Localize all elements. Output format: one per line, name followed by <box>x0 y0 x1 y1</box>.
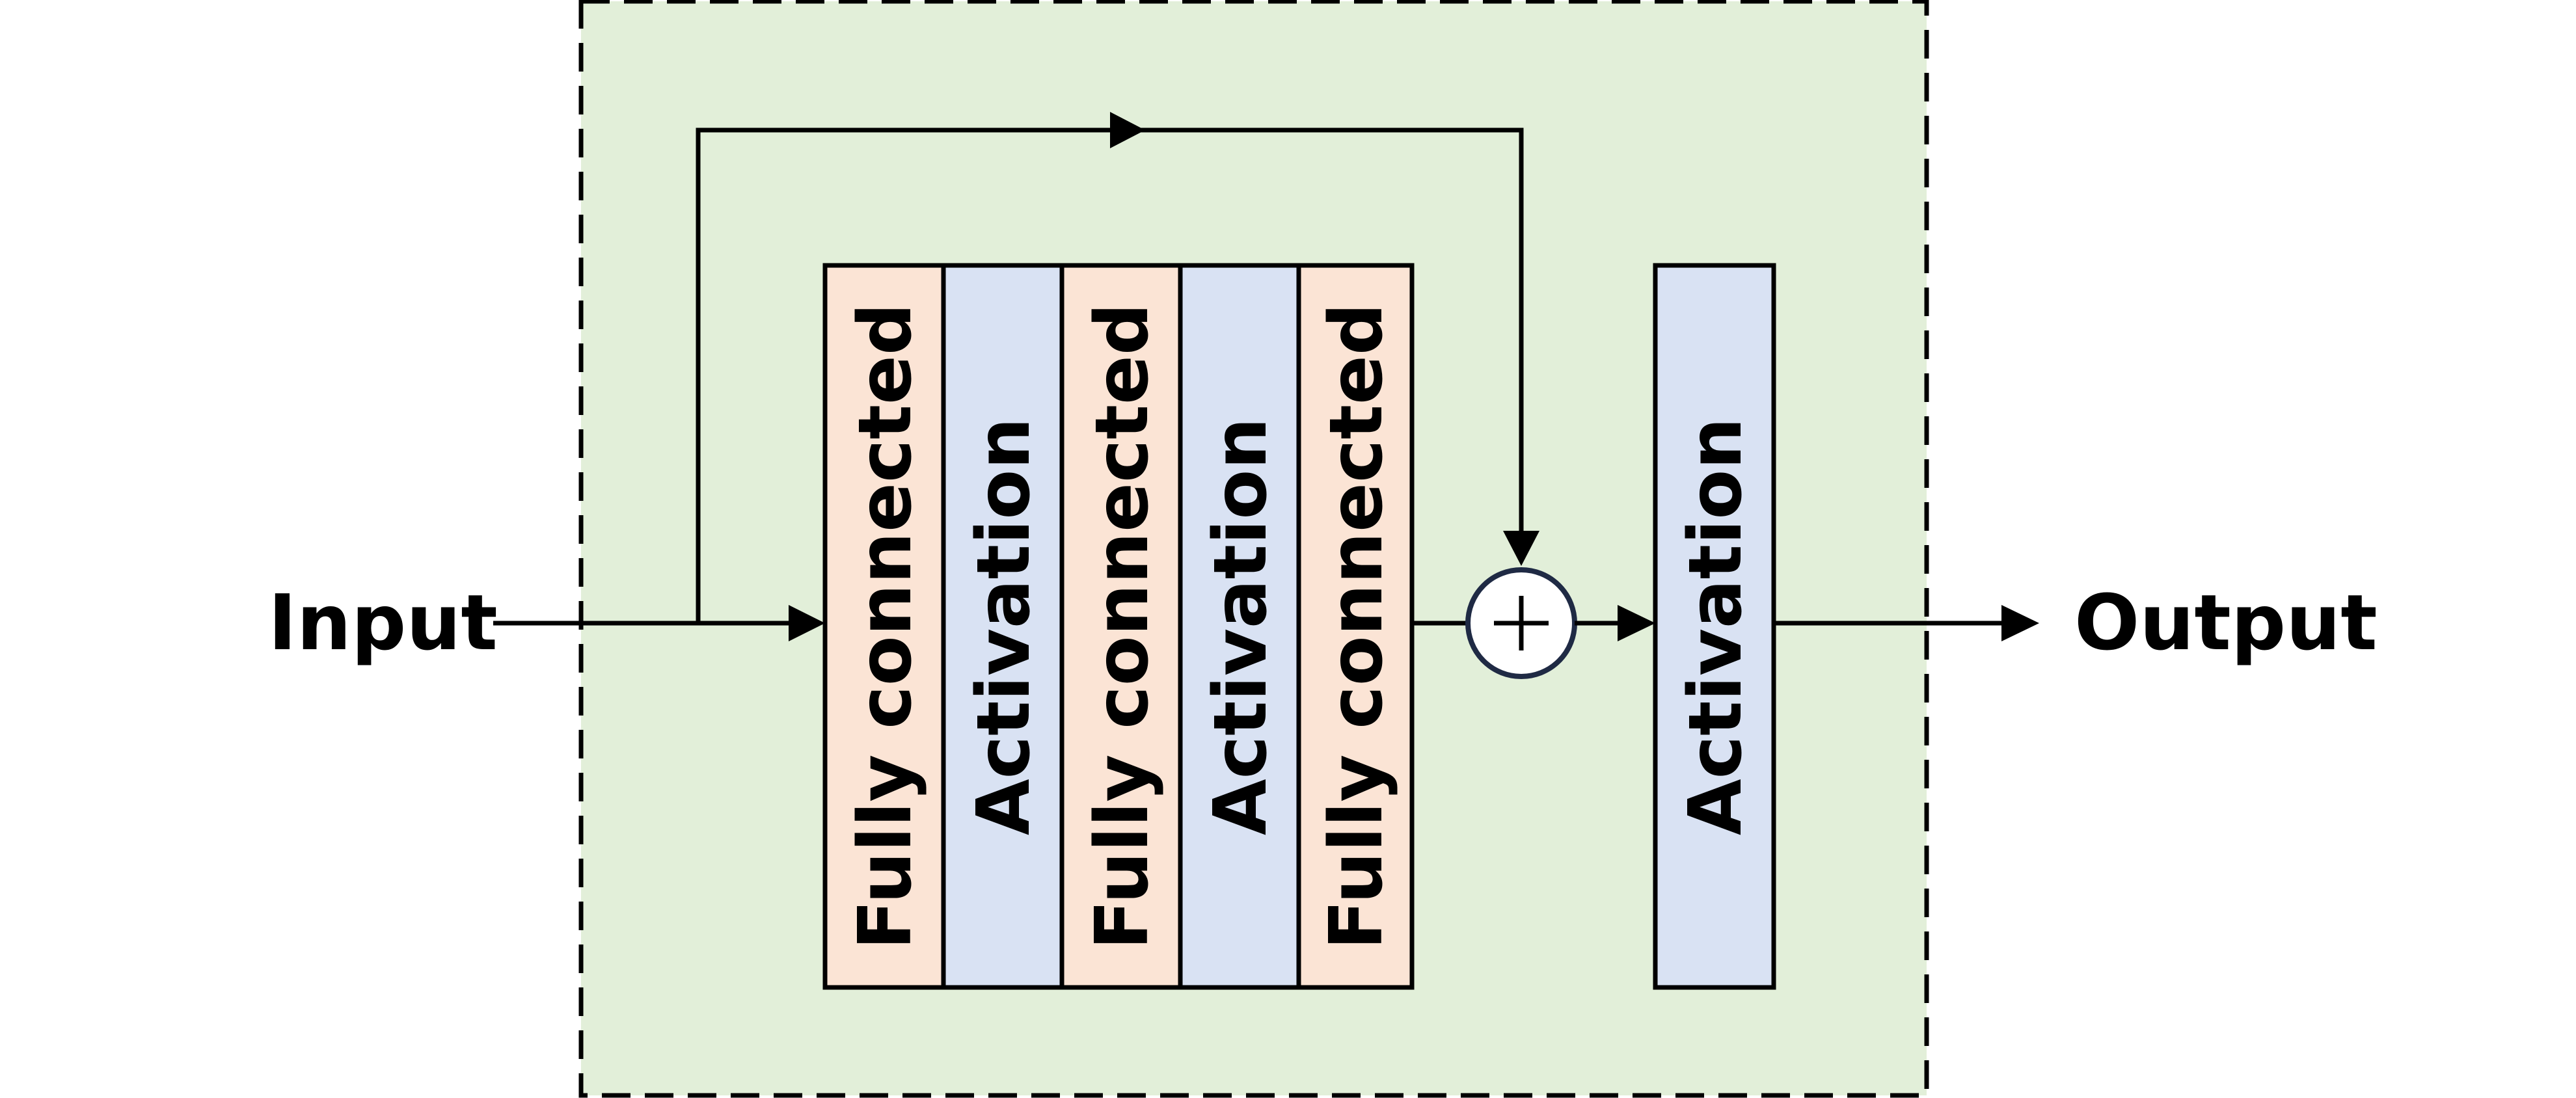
input-arrowhead <box>789 605 825 641</box>
output-label: Output <box>2074 578 2378 667</box>
activation-layer-2-label: Activation <box>1199 418 1283 835</box>
output-activation-layer <box>1653 263 1776 990</box>
fully-connected-layer-2-label: Fully connected <box>1080 303 1165 950</box>
sum-node <box>1465 567 1577 679</box>
skip-connection-line <box>696 127 1524 623</box>
fully-connected-layer-3-label: Fully connected <box>1314 303 1399 950</box>
sum-to-activation-arrowhead <box>1618 605 1655 641</box>
skip-connection-arrowhead-down <box>1503 531 1539 566</box>
layer-stack: Fully connected Activation Fully connect… <box>822 263 1415 990</box>
input-label: Input <box>268 578 498 667</box>
skip-connection-arrowhead-top <box>1110 112 1145 148</box>
output-activation-label: Activation <box>1674 418 1758 835</box>
fully-connected-layer-3 <box>1296 263 1415 990</box>
output-arrowhead <box>2001 605 2039 641</box>
fully-connected-layer-1-label: Fully connected <box>843 303 928 950</box>
activation-layer-1-label: Activation <box>962 418 1046 835</box>
activation-layer-2 <box>1178 263 1301 990</box>
fully-connected-layer-2 <box>1059 263 1183 990</box>
activation-layer-1 <box>941 263 1064 990</box>
